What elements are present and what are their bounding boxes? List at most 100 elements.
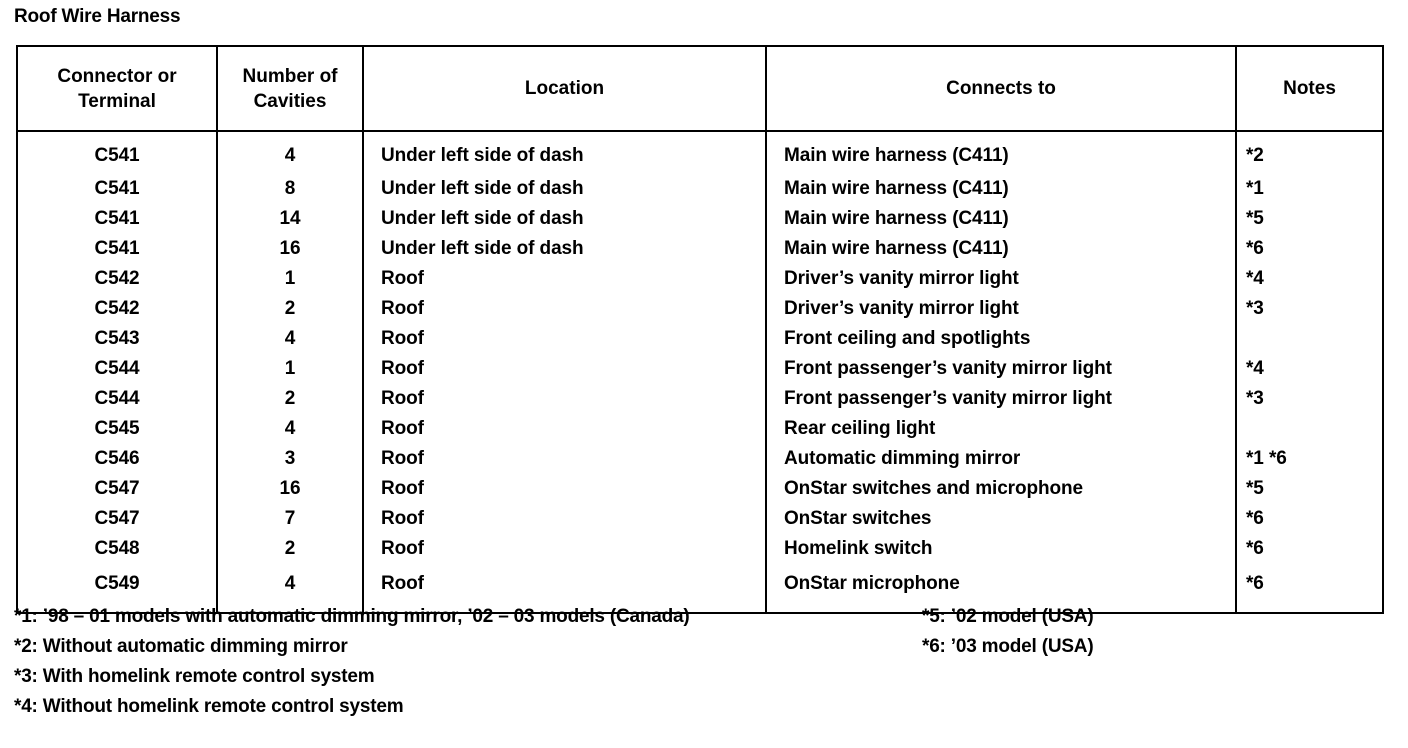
cell-notes [1236, 414, 1383, 444]
cell-cavities: 1 [217, 354, 364, 384]
cell-connector: C547 [17, 474, 218, 504]
column-header-connector-line1: Connector or [57, 65, 177, 87]
cell-connector: C542 [17, 294, 218, 324]
column-header-connector: Connector or Terminal [17, 46, 218, 132]
cell-connector: C541 [17, 174, 218, 204]
table-header-row: Connector or Terminal Number of Cavities… [17, 46, 1383, 132]
cell-cavities: 16 [217, 474, 364, 504]
roof-wire-harness-table: Connector or Terminal Number of Cavities… [16, 45, 1384, 614]
cell-cavities: 3 [217, 444, 364, 474]
cell-location: Roof [363, 444, 767, 474]
cell-cavities: 14 [217, 204, 364, 234]
page-title: Roof Wire Harness [14, 6, 181, 27]
cell-connects-to: Driver’s vanity mirror light [766, 294, 1237, 324]
cell-cavities: 2 [217, 294, 364, 324]
cell-location: Roof [363, 324, 767, 354]
cell-connects-to: Main wire harness (C411) [766, 234, 1237, 264]
cell-notes: *4 [1246, 358, 1264, 379]
footnote-line: *1: ’98 – 01 models with automatic dimmi… [14, 606, 690, 627]
column-header-location: Location [363, 46, 767, 132]
cell-connects-to: Front passenger’s vanity mirror light [766, 354, 1237, 384]
cell-location: Roof [363, 474, 767, 504]
cell-notes: *6 [1246, 238, 1264, 259]
cell-cavities: 4 [217, 414, 364, 444]
footnote-line: *5: ’02 model (USA) [922, 606, 1094, 627]
cell-location: Roof [363, 534, 767, 564]
cell-location: Under left side of dash [363, 204, 767, 234]
footnotes-left-column: *1: ’98 – 01 models with automatic dimmi… [14, 602, 914, 722]
cell-connector: C548 [17, 534, 218, 564]
column-header-cavities-line2: Cavities [253, 90, 327, 112]
cell-connector: C543 [17, 324, 218, 354]
column-header-cavities: Number of Cavities [217, 46, 364, 132]
cell-connects-to: Main wire harness (C411) [766, 131, 1237, 174]
footnotes: *1: ’98 – 01 models with automatic dimmi… [0, 602, 1408, 748]
footnotes-right-column: *5: ’02 model (USA)*6: ’03 model (USA) [922, 602, 1392, 662]
cell-connects-to: Homelink switch [766, 534, 1237, 564]
cell-cavities: 2 [217, 384, 364, 414]
cell-notes: *1 [1246, 178, 1264, 199]
cell-connects-to: OnStar microphone [766, 564, 1237, 613]
cell-location: Under left side of dash [363, 174, 767, 204]
footnote-line: *4: Without homelink remote control syst… [14, 696, 404, 717]
cell-notes: *3 [1246, 298, 1264, 319]
cell-notes: *6 [1246, 572, 1264, 594]
cell-location: Roof [363, 564, 767, 613]
cell-connector: C541 [17, 131, 218, 174]
cell-connector: C547 [17, 504, 218, 534]
cell-notes: *5 [1246, 478, 1264, 499]
cell-connector: C549 [17, 564, 218, 613]
cell-connects-to: Front ceiling and spotlights [766, 324, 1237, 354]
cell-cavities: 7 [217, 504, 364, 534]
cell-location: Roof [363, 354, 767, 384]
column-header-connects-to: Connects to [766, 46, 1237, 132]
cell-notes: *3 [1246, 388, 1264, 409]
cell-connects-to: Driver’s vanity mirror light [766, 264, 1237, 294]
cell-cavities: 4 [217, 131, 364, 174]
cell-connects-to: OnStar switches [766, 504, 1237, 534]
cell-notes: *2 [1246, 145, 1264, 166]
cell-cavities: 4 [217, 324, 364, 354]
cell-notes: *4 [1246, 268, 1264, 289]
cell-location: Roof [363, 384, 767, 414]
cell-connects-to: Main wire harness (C411) [766, 204, 1237, 234]
cell-notes: *1 *6 [1246, 448, 1287, 469]
cell-connects-to: OnStar switches and microphone [766, 474, 1237, 504]
cell-location: Roof [363, 264, 767, 294]
column-header-connector-line2: Terminal [78, 90, 156, 112]
cell-connector: C546 [17, 444, 218, 474]
cell-notes: *5 [1246, 208, 1264, 229]
cell-connects-to: Main wire harness (C411) [766, 174, 1237, 204]
cell-location: Under left side of dash [363, 234, 767, 264]
cell-notes: *6 [1246, 508, 1264, 529]
cell-connector: C541 [17, 234, 218, 264]
table-header: Connector or Terminal Number of Cavities… [17, 46, 1383, 132]
footnote-line: *3: With homelink remote control system [14, 666, 375, 687]
cell-connects-to: Rear ceiling light [766, 414, 1237, 444]
cell-connects-to: Automatic dimming mirror [766, 444, 1237, 474]
cell-notes [1236, 324, 1383, 354]
cell-location: Roof [363, 414, 767, 444]
cell-location: Under left side of dash [363, 131, 767, 174]
cell-connector: C544 [17, 384, 218, 414]
column-header-cavities-line1: Number of [242, 65, 338, 87]
cell-connector: C545 [17, 414, 218, 444]
cell-connector: C541 [17, 204, 218, 234]
cell-cavities: 2 [217, 534, 364, 564]
cell-location: Roof [363, 504, 767, 534]
